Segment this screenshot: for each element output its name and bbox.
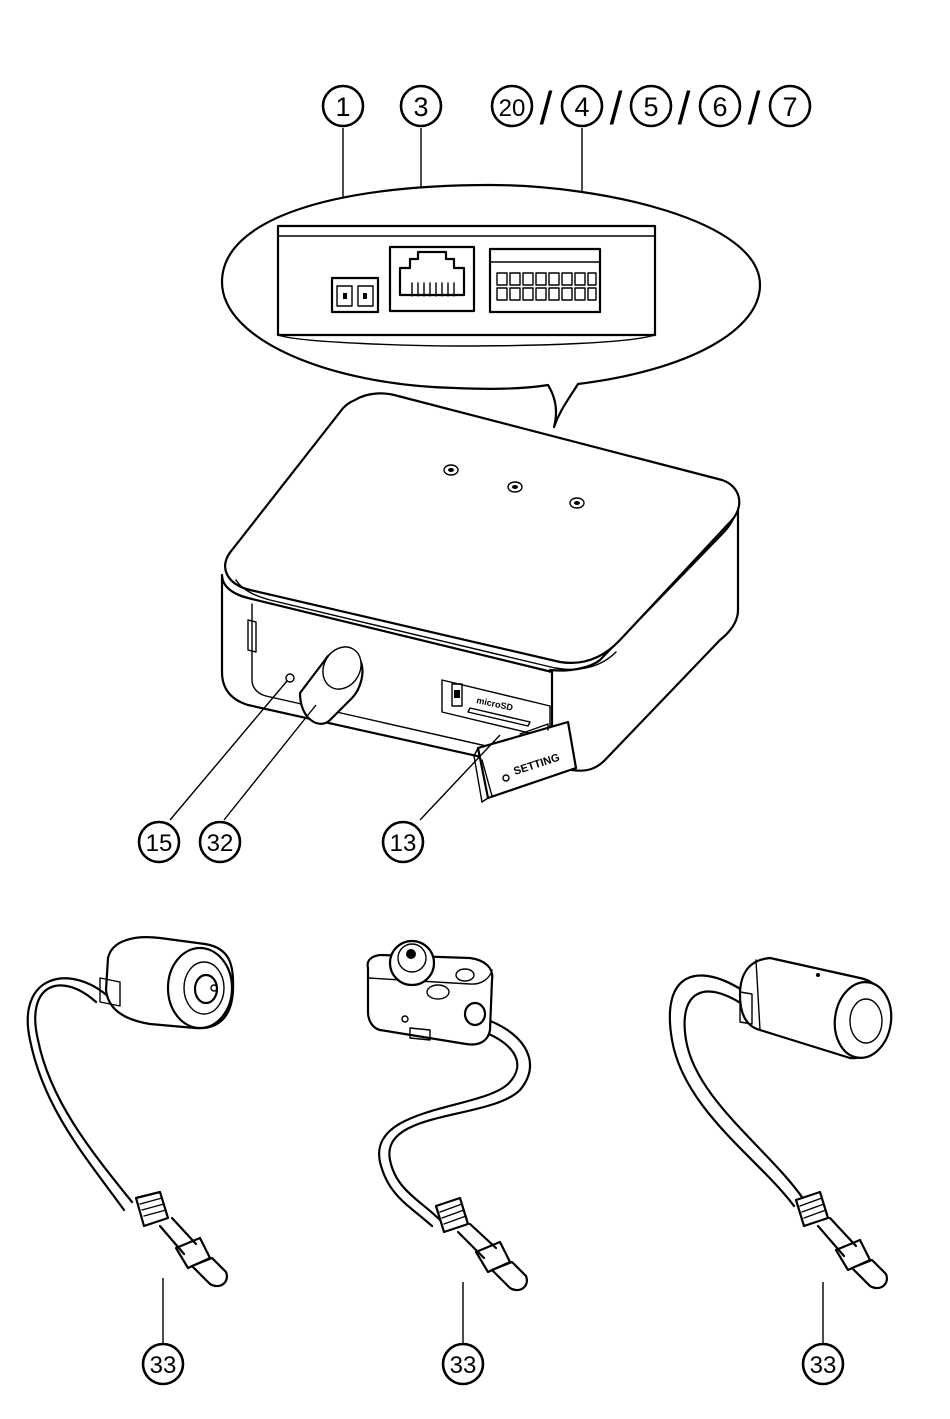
svg-text:3: 3 xyxy=(413,92,428,122)
callout-33-center: 33 xyxy=(443,1344,483,1384)
slash-2: / xyxy=(610,82,623,134)
slash-1: / xyxy=(540,82,553,134)
pinhole-camera-module xyxy=(368,941,530,1290)
camera-connector-1 xyxy=(136,1192,227,1286)
callout-4: 4 xyxy=(562,86,602,126)
callout-6: 6 xyxy=(700,86,740,126)
slash-4: / xyxy=(748,82,761,134)
svg-text:15: 15 xyxy=(146,830,173,857)
camera-connector-3 xyxy=(796,1192,887,1288)
svg-text:33: 33 xyxy=(450,1352,477,1379)
camera-connector-2 xyxy=(436,1198,527,1290)
svg-text:20: 20 xyxy=(499,95,526,122)
callout-3: 3 xyxy=(401,86,441,126)
svg-text:5: 5 xyxy=(643,92,658,122)
bullet-camera-module xyxy=(670,958,896,1288)
callout-13: 13 xyxy=(383,822,423,862)
svg-text:7: 7 xyxy=(782,92,797,122)
svg-text:4: 4 xyxy=(574,92,589,122)
callout-20: 20 xyxy=(492,86,532,126)
callout-7: 7 xyxy=(770,86,810,126)
svg-text:13: 13 xyxy=(390,830,417,857)
callout-33-left: 33 xyxy=(143,1344,183,1384)
svg-text:6: 6 xyxy=(712,92,727,122)
callout-32: 32 xyxy=(200,822,240,862)
callout-1: 1 xyxy=(323,86,363,126)
rear-panel xyxy=(278,226,655,335)
callout-33-right: 33 xyxy=(803,1344,843,1384)
rear-panel-zoom-bubble xyxy=(222,185,760,427)
leader-line-32 xyxy=(224,705,316,820)
leader-line-15 xyxy=(170,681,287,820)
callout-5: 5 xyxy=(631,86,671,126)
callout-15: 15 xyxy=(139,822,179,862)
main-unit: microSD SETTING xyxy=(222,393,739,802)
svg-text:32: 32 xyxy=(207,830,234,857)
slash-3: / xyxy=(678,82,691,134)
svg-text:33: 33 xyxy=(810,1352,837,1379)
svg-text:33: 33 xyxy=(150,1352,177,1379)
cube-camera-module xyxy=(28,937,233,1286)
svg-text:1: 1 xyxy=(335,92,350,122)
